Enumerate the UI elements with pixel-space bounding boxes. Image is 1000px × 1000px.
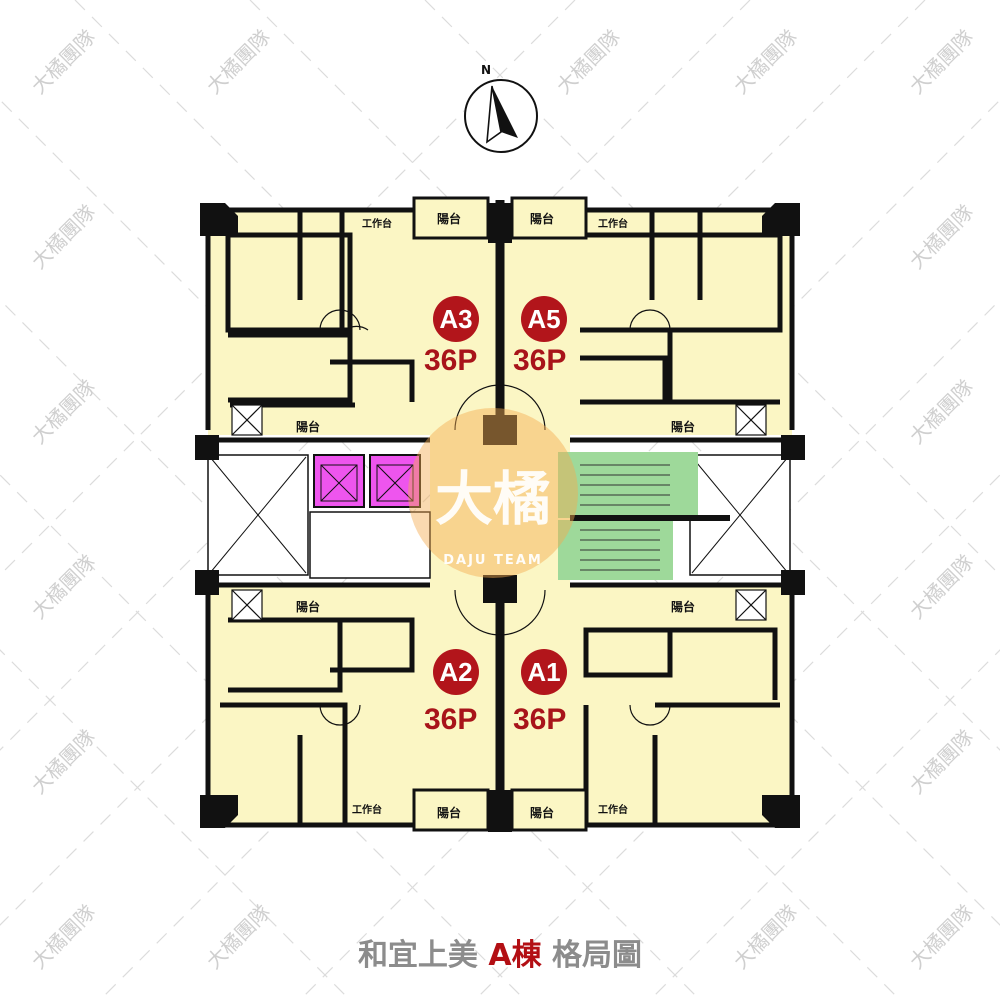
north-arrow-icon xyxy=(464,79,538,153)
north-label: N xyxy=(481,63,492,77)
unit-badge-a5: A5 xyxy=(521,296,567,342)
unit-badge-a2: A2 xyxy=(433,649,479,695)
balcony-label: 陽台 xyxy=(530,806,555,820)
elevator-shafts xyxy=(313,454,421,508)
brand-logo-text: 大橘 xyxy=(434,465,551,533)
unit-size-a3: 36P xyxy=(424,344,478,377)
workstation-label: 工作台 xyxy=(362,219,392,230)
workstation-label: 工作台 xyxy=(598,805,628,816)
stairwell xyxy=(558,452,730,580)
balcony-label: 陽台 xyxy=(296,420,321,434)
balcony-label: 陽台 xyxy=(437,806,462,820)
workstation-label: 工作台 xyxy=(598,219,628,230)
unit-size-a1: 36P xyxy=(513,703,567,736)
balcony-label: 陽台 xyxy=(296,600,321,614)
caption-suffix: 格局圖 xyxy=(541,938,643,973)
balcony-label: 陽台 xyxy=(530,212,555,226)
unit-size-a5: 36P xyxy=(513,344,567,377)
caption-building: A棟 xyxy=(488,938,542,973)
unit-size-a2: 36P xyxy=(424,703,478,736)
unit-badge-a1: A1 xyxy=(521,649,567,695)
brand-logo-subtext: DAJU TEAM xyxy=(443,553,543,568)
workstation-label: 工作台 xyxy=(352,805,382,816)
floor-plan-caption: 和宜上美 A棟 格局圖 xyxy=(0,930,1000,974)
balcony-label: 陽台 xyxy=(671,600,696,614)
unit-badge-a3: A3 xyxy=(433,296,479,342)
brand-logo-circle xyxy=(408,408,578,578)
balcony-label: 陽台 xyxy=(671,420,696,434)
balcony-label: 陽台 xyxy=(437,212,462,226)
caption-project-name: 和宜上美 xyxy=(357,938,489,973)
